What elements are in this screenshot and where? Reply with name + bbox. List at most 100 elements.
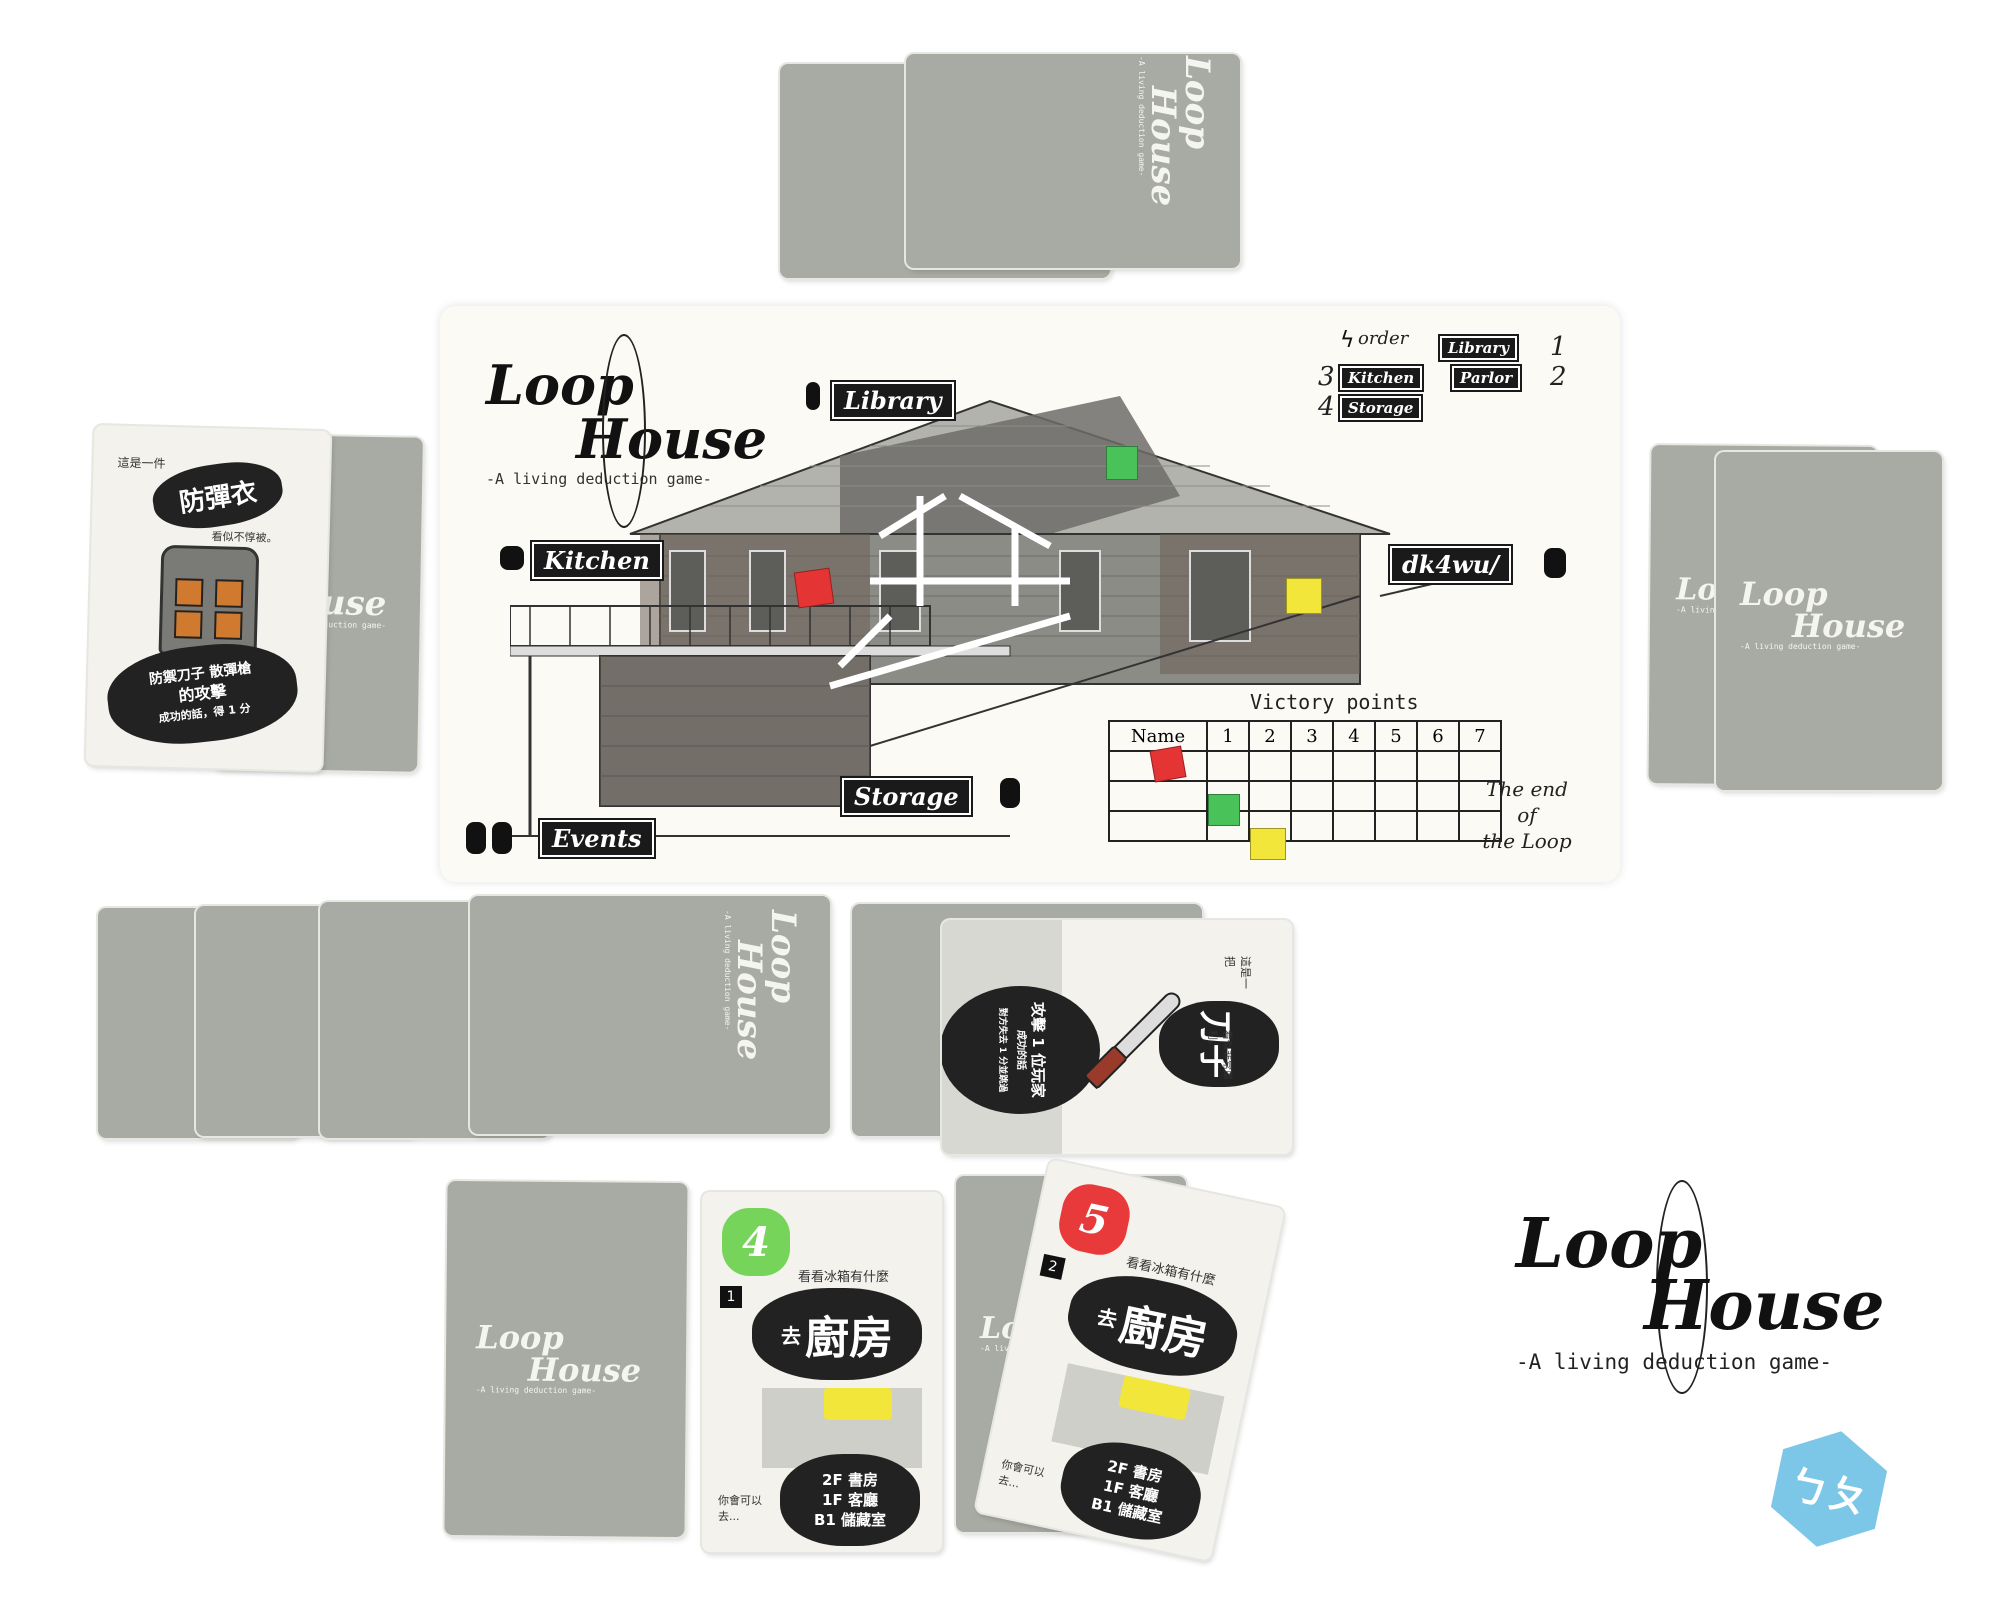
move-card-5-prefix: 去	[1094, 1304, 1120, 1332]
move-rank-label-4: 1	[726, 1289, 736, 1305]
knife-card-top: 這是一把	[1223, 956, 1252, 989]
vp-col-3: 3	[1290, 720, 1334, 752]
knife-effect-line3: 對方失去 1 分並跳過	[997, 1007, 1007, 1093]
move-number-4: 4	[742, 1218, 770, 1266]
house-illustration	[510, 396, 1510, 837]
game-board: Loop House -A living deduction game-	[440, 306, 1620, 882]
move-card-4-top: 看看冰箱有什麼	[798, 1270, 890, 1285]
move-card-5-note: 你會可以去...	[996, 1457, 1046, 1491]
card-back-top-right[interactable]: Loop House -A living deduction game-	[906, 54, 1240, 268]
vp-row-2-name	[1108, 780, 1208, 812]
order-room-1: Library	[1440, 336, 1517, 360]
move-rank-5: 2	[1039, 1253, 1066, 1280]
room-tag-library[interactable]: Library	[832, 382, 954, 419]
vest-title: 防彈衣	[177, 477, 259, 519]
turn-order-panel: ϟ order Library 1 3 Kitchen Parlor 2 4 S…	[1318, 328, 1600, 428]
vp-col-6: 6	[1416, 720, 1460, 752]
yellow-score-marker[interactable]	[1250, 828, 1286, 860]
events-icon-2	[492, 822, 512, 854]
yellow-marker-icon	[824, 1388, 892, 1420]
victory-title: Victory points	[1250, 690, 1419, 714]
vp-end-text: The end of the Loop	[1472, 776, 1582, 854]
order-room-4: Storage	[1340, 396, 1422, 420]
item-card-vest[interactable]: 這是一件 防彈衣 看似不惇被。 防禦刀子 散彈槍 的攻擊 成功的話，得 1 分	[85, 424, 331, 772]
move-card-5-title: 廚房	[1115, 1298, 1212, 1367]
game-logo: Loop House -A living deduction game-	[1516, 1180, 1936, 1396]
order-num-2: 2	[1550, 362, 1567, 392]
room-tag-kitchen[interactable]: Kitchen	[532, 542, 662, 579]
board-logo: Loop House -A living deduction game-	[486, 334, 767, 528]
vest-icon	[158, 544, 260, 658]
vest-effect-bubble: 防禦刀子 散彈槍 的攻擊 成功的話，得 1 分	[102, 635, 303, 753]
order-num-1: 1	[1550, 332, 1567, 362]
move-card-4[interactable]: 4 1 看看冰箱有什麼 去 廚房 你會可以去... 2F 書房 1F 客廳 B1…	[702, 1192, 942, 1552]
lightning-icon: ϟ	[1340, 328, 1355, 353]
yellow-player-piece[interactable]	[1286, 578, 1322, 614]
move-number-badge-5: 5	[1054, 1179, 1135, 1260]
room-tag-events[interactable]: Events	[540, 820, 654, 857]
floor-line-1: 2F 書房	[822, 1471, 878, 1489]
library-event-icon	[806, 382, 820, 410]
vp-col-2: 2	[1248, 720, 1292, 752]
vest-card-sub: 看似不惇被。	[211, 530, 278, 545]
order-num-4: 4	[1318, 392, 1335, 422]
green-player-piece[interactable]	[1106, 446, 1138, 480]
hexagon-logo-icon: ㄅㄆ	[1759, 1419, 1899, 1559]
vp-end-line3: the Loop	[1482, 829, 1572, 853]
vp-col-4: 4	[1332, 720, 1376, 752]
logo-tagline: -A living deduction game-	[486, 470, 712, 488]
card-logo: Loop House -A living deduction game-	[475, 1318, 642, 1396]
knife-effect-line2: 成功的話	[1015, 1030, 1026, 1070]
item-card-knife[interactable]: 攻擊 1 位玩家 成功的話 對方失去 1 分並跳過 刀子 這是一把 看似非常犀利…	[942, 920, 1292, 1154]
card-logo: Loop House -A living deduction game-	[1740, 575, 1906, 651]
floor-line-3: B1 儲藏室	[813, 1511, 887, 1529]
vp-col-7: 7	[1458, 720, 1502, 752]
move-rank-4: 1	[720, 1286, 742, 1308]
knife-effect-bubble: 攻擊 1 位玩家 成功的話 對方失去 1 分並跳過	[942, 986, 1100, 1114]
move-number-badge-4: 4	[722, 1208, 790, 1276]
move-card-4-floors: 2F 書房 1F 客廳 B1 儲藏室	[780, 1454, 920, 1546]
logo-ring-icon	[1656, 1180, 1708, 1394]
kitchen-event-icon	[500, 546, 524, 570]
move-card-4-title-bubble: 去 廚房	[752, 1288, 922, 1380]
card-back-right-top[interactable]: Loop House -A living deduction game-	[1716, 452, 1942, 790]
room-tag-parlor[interactable]: dk4wu/	[1390, 546, 1511, 583]
room-tag-storage[interactable]: Storage	[842, 778, 971, 815]
vp-name-header: Name	[1108, 720, 1208, 752]
card-back-row-4[interactable]: Loop House -A living deduction game-	[470, 896, 830, 1134]
order-room-3: Kitchen	[1340, 366, 1423, 390]
logo-line1: Loop	[1516, 1204, 1703, 1284]
vp-end-line1: The end	[1486, 777, 1568, 801]
order-label: order	[1358, 328, 1409, 349]
knife-card-sub: 看似非常犀利。	[1206, 1030, 1232, 1080]
events-icon-1	[466, 822, 486, 854]
storage-event-icon	[1000, 778, 1020, 808]
victory-points-track: Name 1 2 3 4 5 6 7	[1108, 720, 1502, 842]
logo-ring-icon	[602, 334, 646, 528]
parlor-event-icon	[1544, 548, 1566, 578]
vest-card-top: 這是一件	[117, 455, 166, 471]
floor-line-2: 1F 客廳	[822, 1491, 878, 1509]
vp-col-1: 1	[1206, 720, 1250, 752]
move-card-4-prefix: 去	[781, 1323, 801, 1348]
move-number-5: 5	[1075, 1193, 1113, 1246]
logo-tagline: -A living deduction game-	[1516, 1350, 1833, 1374]
card-logo: Loop House -A living deduction game-	[723, 910, 803, 1061]
vp-row-3-name	[1108, 810, 1208, 842]
order-num-3: 3	[1318, 362, 1335, 392]
green-score-marker[interactable]	[1208, 794, 1240, 826]
logo-line2: House	[1644, 1266, 1885, 1346]
hex-badge-text: ㄅㄆ	[1784, 1462, 1873, 1524]
move-card-4-note: 你會可以去...	[718, 1494, 762, 1523]
vest-title-bubble: 防彈衣	[148, 454, 287, 536]
move-rank-label-5: 2	[1046, 1258, 1059, 1276]
vest-effect-line3: 成功的話，得 1 分	[158, 701, 252, 725]
card-logo: Loop House -A living deduction game-	[1137, 56, 1217, 207]
knife-effect-line1: 攻擊 1 位玩家	[1029, 1002, 1047, 1098]
vp-end-line2: of	[1517, 803, 1537, 827]
order-room-2: Parlor	[1452, 366, 1521, 390]
red-player-piece[interactable]	[793, 567, 835, 609]
card-back-bottom-1[interactable]: Loop House -A living deduction game-	[444, 1180, 688, 1538]
move-card-4-title: 廚房	[805, 1313, 893, 1364]
red-score-marker[interactable]	[1149, 745, 1187, 783]
